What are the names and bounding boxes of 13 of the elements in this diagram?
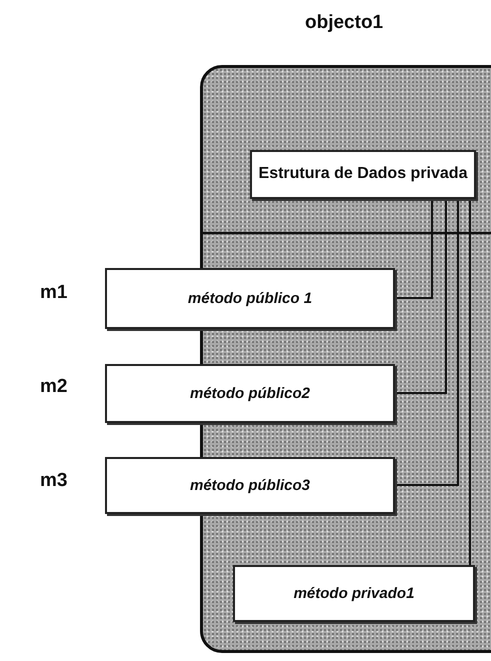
method-label: m1 xyxy=(40,282,68,304)
method-label: m3 xyxy=(40,470,68,492)
method-box: método público2 xyxy=(105,364,395,423)
method-label: m2 xyxy=(40,376,68,398)
connector-line xyxy=(395,199,433,299)
data-structure-box: Estrutura de Dados privada xyxy=(250,150,476,199)
connector-line xyxy=(395,199,447,394)
method-box: método público3 xyxy=(105,457,395,514)
connector-line xyxy=(469,199,471,565)
method-box: método público 1 xyxy=(105,268,395,329)
object-title: objecto1 xyxy=(305,12,384,34)
connector-line xyxy=(395,199,459,486)
method-box: método privado1 xyxy=(233,565,475,622)
